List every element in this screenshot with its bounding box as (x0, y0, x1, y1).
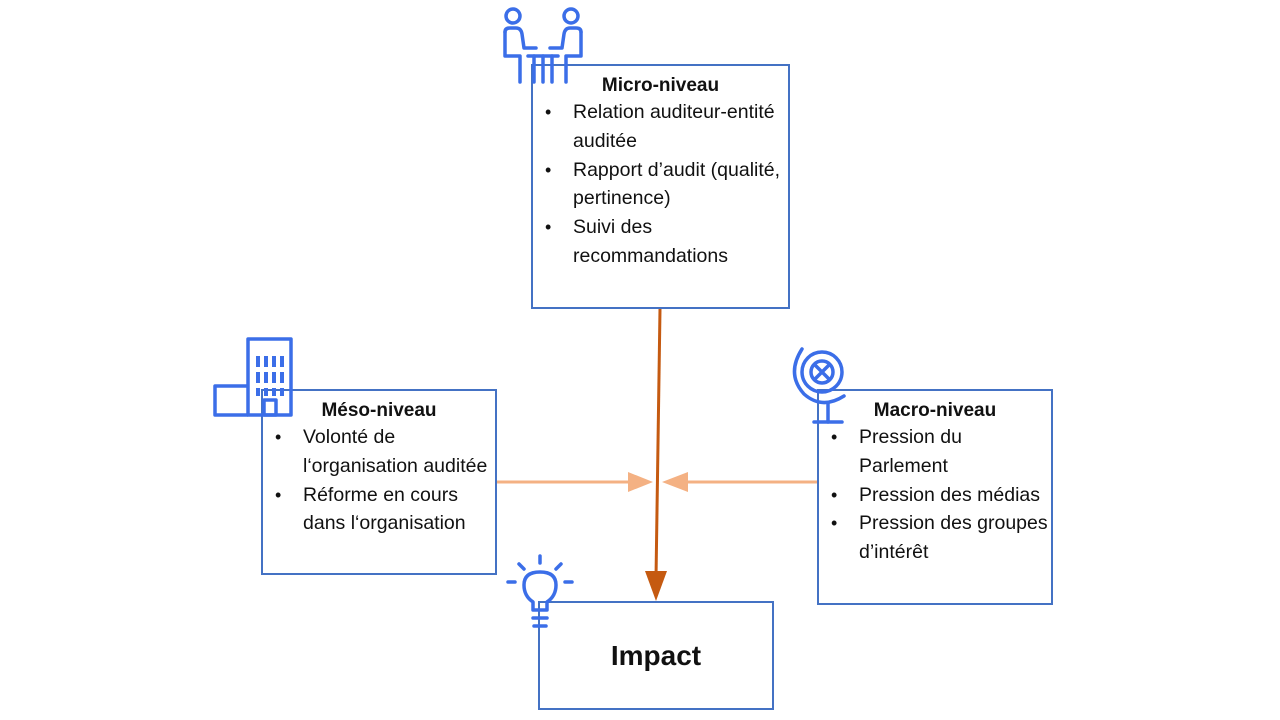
meeting-people-icon (503, 7, 583, 84)
macro-list: Pression du Parlement Pression des média… (819, 423, 1051, 567)
micro-item: Suivi des recommandations (533, 213, 788, 271)
arrowhead-micro-to-impact (645, 571, 667, 601)
macro-niveau-box: Macro-niveau Pression du Parlement Press… (817, 389, 1053, 605)
arrow-micro-to-impact (654, 308, 662, 579)
meso-list: Volonté de l‘organisation auditée Réform… (263, 423, 495, 538)
lightbulb-icon (506, 554, 574, 628)
impact-box: Impact (538, 601, 774, 710)
arrowhead-macro-to-center (662, 472, 688, 492)
arrowhead-meso-to-center (628, 472, 653, 492)
micro-niveau-box: Micro-niveau Relation auditeur-entité au… (531, 64, 790, 309)
meso-item: Réforme en cours dans l‘organisation (263, 481, 495, 539)
meso-title: Méso-niveau (321, 400, 437, 421)
macro-item: Pression des médias (819, 481, 1051, 510)
building-icon (213, 337, 293, 417)
micro-title: Micro-niveau (601, 75, 720, 96)
macro-title: Macro-niveau (873, 400, 997, 421)
macro-item: Pression du Parlement (819, 423, 1051, 481)
macro-item: Pression des groupes d’intérêt (819, 509, 1051, 567)
impact-label: Impact (610, 639, 702, 671)
micro-item: Rapport d’audit (qualité, pertinence) (533, 156, 788, 214)
micro-list: Relation auditeur-entité auditée Rapport… (533, 98, 788, 271)
globe-icon (792, 347, 846, 424)
meso-niveau-box: Méso-niveau Volonté de l‘organisation au… (261, 389, 497, 575)
meso-item: Volonté de l‘organisation auditée (263, 423, 495, 481)
micro-item: Relation auditeur-entité auditée (533, 98, 788, 156)
